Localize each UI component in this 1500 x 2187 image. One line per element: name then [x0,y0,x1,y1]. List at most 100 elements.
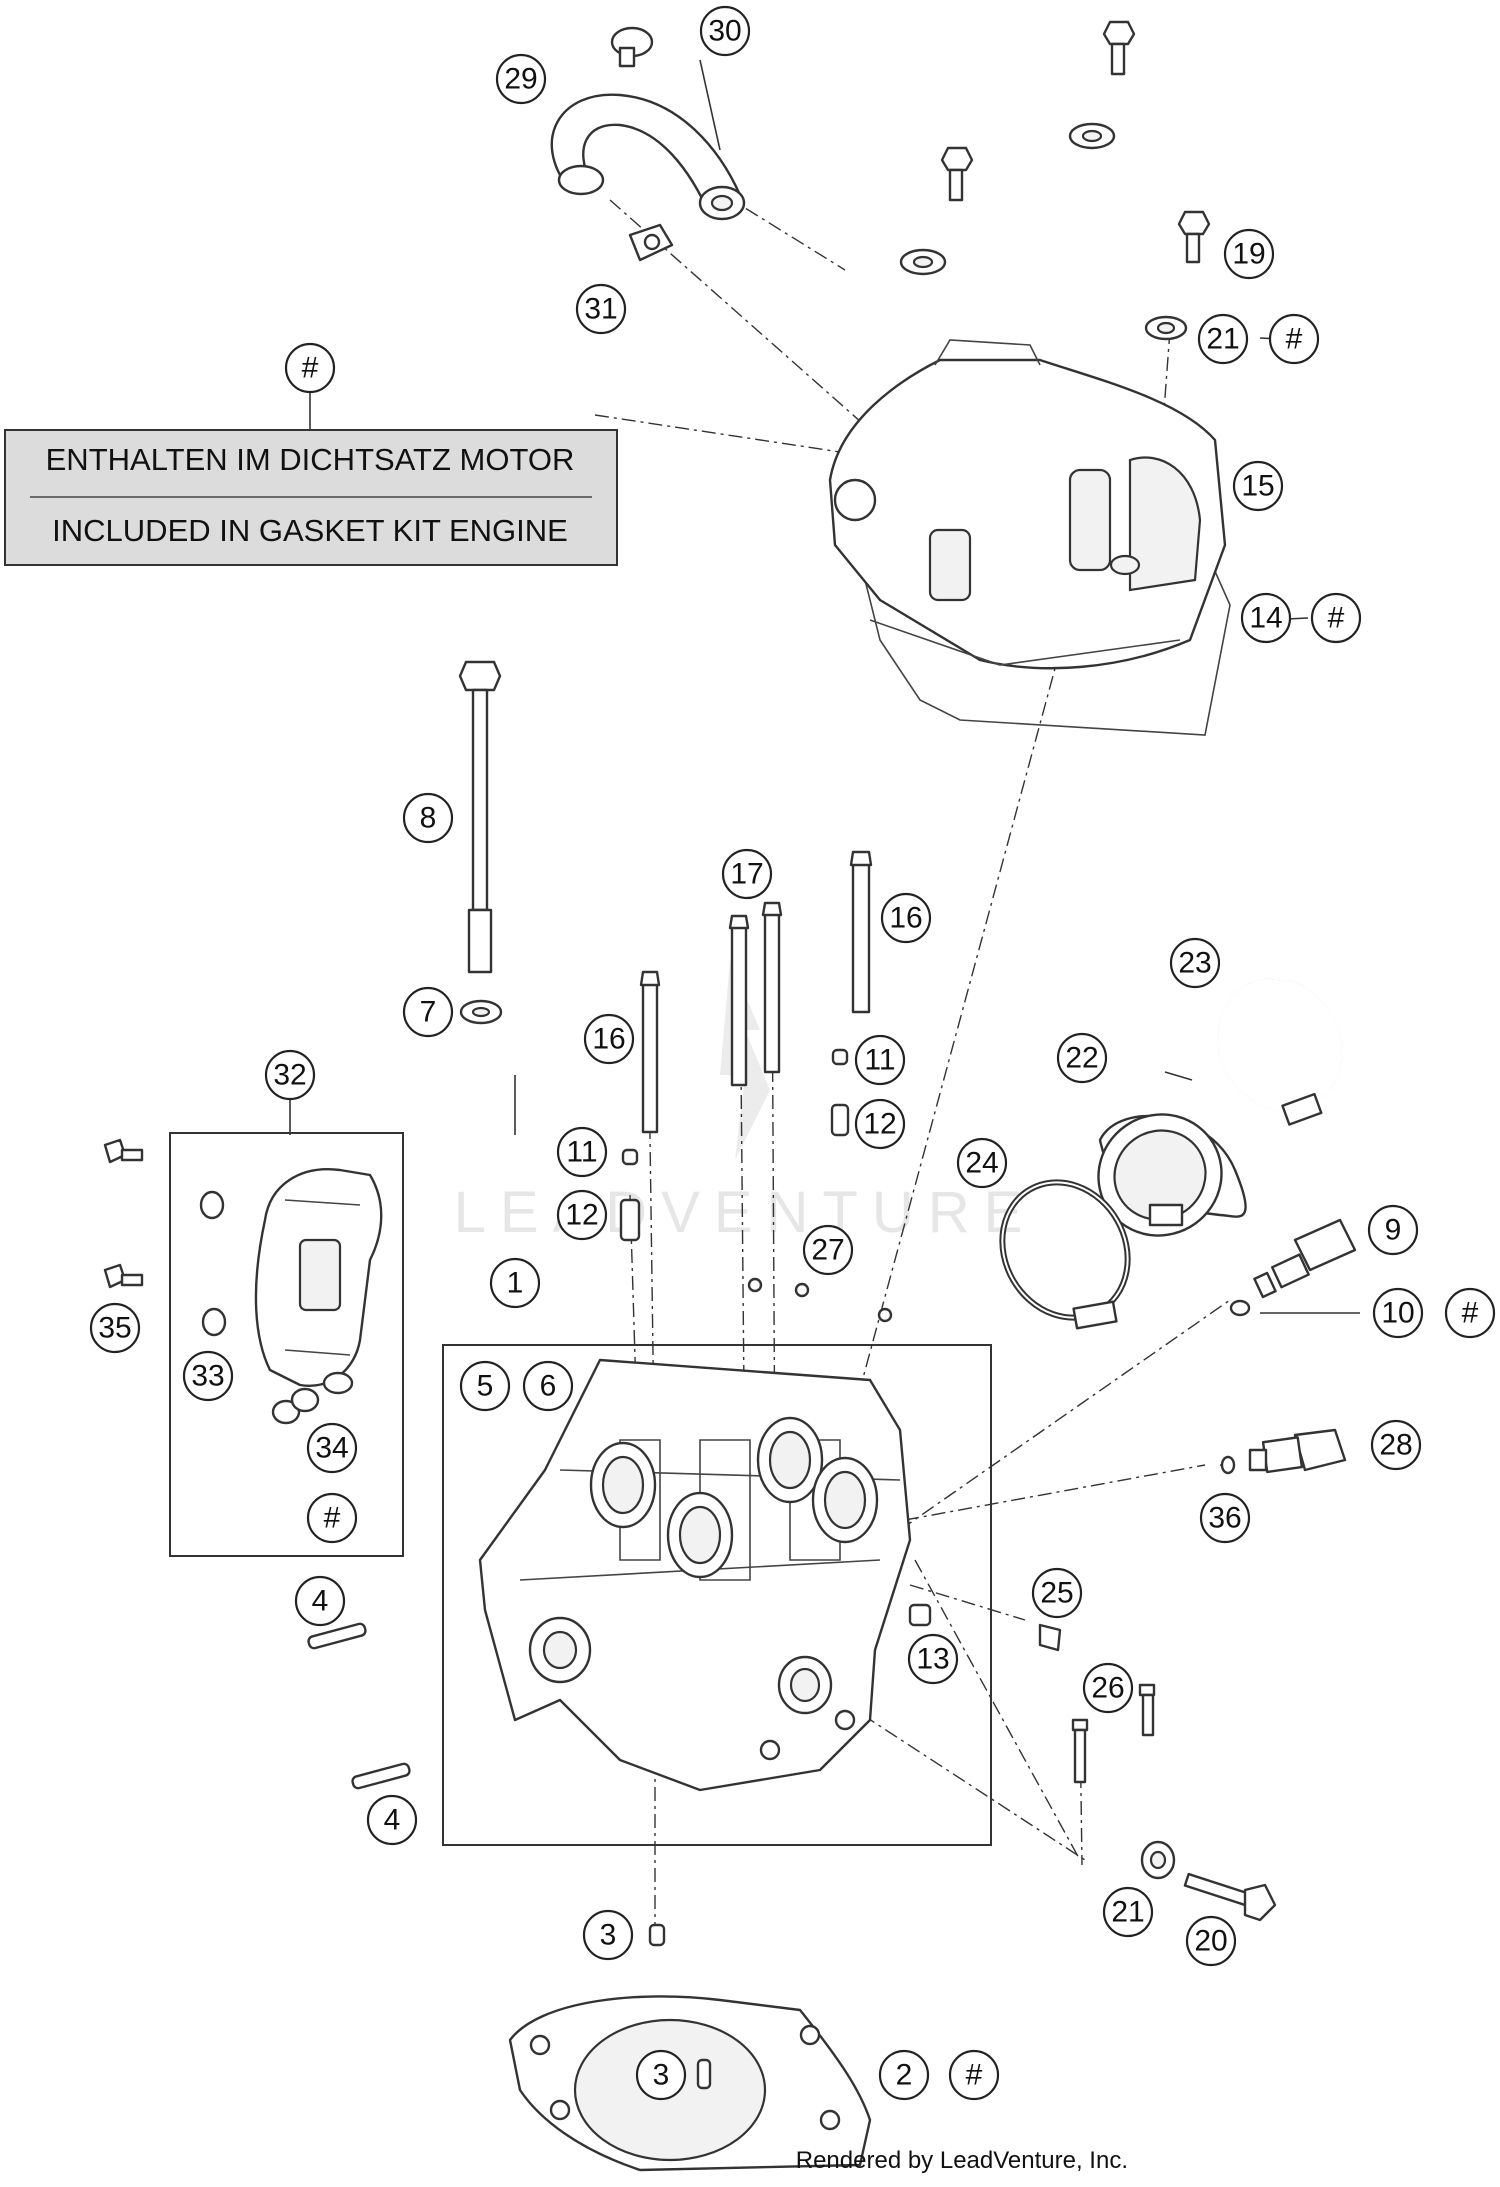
svg-text:27: 27 [811,1234,844,1267]
callout-14-hash: # [1310,592,1362,644]
callout-33: 33 [182,1350,234,1402]
svg-text:26: 26 [1091,1672,1124,1705]
callout-17: 17 [721,848,773,900]
svg-text:3: 3 [653,2059,670,2092]
callout-35: 35 [89,1302,141,1354]
head-gasket-part [508,1995,872,2172]
callout-23: 23 [1169,937,1221,989]
svg-text:36: 36 [1208,1502,1241,1535]
valve-cover-bolts-part [899,20,1211,341]
svg-text:20: 20 [1194,1925,1227,1958]
svg-text:16: 16 [592,1023,625,1056]
callout-11-right: 11 [854,1034,906,1086]
callout-5: 5 [459,1360,511,1412]
svg-text:#: # [1286,323,1303,356]
head-studs-part [639,850,873,1134]
callout-32: 32 [264,1049,316,1101]
callout-21-top-hash: # [1268,313,1320,365]
sealing-ring-part [1220,1455,1236,1475]
svg-text:#: # [302,352,319,385]
watermark-text: LEADVENTURE [454,1180,1037,1245]
svg-text:32: 32 [273,1059,306,1092]
callout-10-hash: # [1444,1287,1496,1339]
intake-flange-part [1097,1113,1247,1237]
svg-text:29: 29 [504,63,537,96]
svg-text:4: 4 [384,1804,401,1837]
svg-text:12: 12 [863,1108,896,1141]
callout-15: 15 [1232,460,1284,512]
callout-27: 27 [802,1224,854,1276]
render-credit: Rendered by LeadVenture, Inc. [796,2147,1128,2174]
svg-text:21: 21 [1206,323,1239,356]
svg-text:4: 4 [312,1585,329,1618]
intake-clamp-lower-part [999,1179,1131,1330]
callout-16-right: 16 [880,892,932,944]
svg-text:19: 19 [1232,238,1265,271]
svg-text:6: 6 [540,1370,557,1403]
svg-text:3: 3 [600,1919,617,1952]
callout-4-bottom: 4 [366,1794,418,1846]
callout-21-top: 21 [1197,313,1249,365]
svg-text:16: 16 [889,902,922,935]
callout-4-top: 4 [294,1575,346,1627]
svg-text:11: 11 [566,1136,597,1169]
svg-text:#: # [324,1502,341,1535]
callout-28: 28 [1370,1419,1422,1471]
svg-text:#: # [1328,602,1345,635]
svg-text:1: 1 [507,1267,524,1300]
svg-text:10: 10 [1381,1297,1414,1330]
callout-16-left: 16 [583,1013,635,1065]
callout-20: 20 [1185,1915,1237,1967]
tensioner-screws-part [103,1138,320,1425]
svg-text:2: 2 [896,2059,913,2092]
callout-22: 22 [1056,1032,1108,1084]
callout-2-hash: # [948,2049,1000,2101]
svg-text:13: 13 [916,1643,949,1676]
legend-line-de: ENTHALTEN IM DICHTSATZ MOTOR [46,442,575,477]
breather-hose-part [550,93,746,221]
svg-text:5: 5 [477,1370,494,1403]
o-ring-part [1229,1299,1251,1317]
svg-text:17: 17 [730,858,763,891]
cylinder-head-group-box [442,1344,992,1846]
svg-text:15: 15 [1241,470,1274,503]
hose-clamp-part [610,26,654,68]
callout-14: 14 [1240,592,1292,644]
pressure-switch-part [1248,1428,1347,1474]
callout-19: 19 [1223,228,1275,280]
callout-36: 36 [1199,1492,1251,1544]
callout-8: 8 [402,792,454,844]
svg-text:24: 24 [965,1147,998,1180]
temperature-sensor-part [1253,1218,1357,1299]
callout-30: 30 [699,5,751,57]
dowels-part [619,1048,893,1323]
callout-11-left: 11 [556,1126,608,1178]
callout-10: 10 [1372,1287,1424,1339]
svg-text:#: # [1462,1297,1479,1330]
hose-clip-part [628,223,674,262]
callout-6: 6 [522,1360,574,1412]
svg-text:14: 14 [1249,602,1282,635]
callout-31: 31 [575,283,627,335]
callout-25: 25 [1031,1567,1083,1619]
callout-3-top: 3 [582,1909,634,1961]
svg-text:28: 28 [1379,1429,1412,1462]
svg-text:35: 35 [98,1312,131,1345]
svg-text:#: # [966,2059,983,2092]
svg-text:34: 34 [315,1432,348,1465]
svg-text:30: 30 [708,15,741,48]
svg-text:22: 22 [1065,1042,1098,1075]
legend-hash-marker: # [284,342,336,394]
callout-13: 13 [907,1633,959,1685]
callout-7: 7 [402,986,454,1038]
callout-29: 29 [495,53,547,105]
small-fasteners-part [908,1603,1156,1784]
plug-bolt-part [1140,1840,1277,1922]
valve-cover-part [828,339,1231,736]
svg-text:9: 9 [1385,1214,1402,1247]
callout-1: 1 [489,1257,541,1309]
svg-text:31: 31 [584,293,617,326]
svg-text:25: 25 [1040,1577,1073,1610]
svg-text:21: 21 [1111,1896,1144,1929]
